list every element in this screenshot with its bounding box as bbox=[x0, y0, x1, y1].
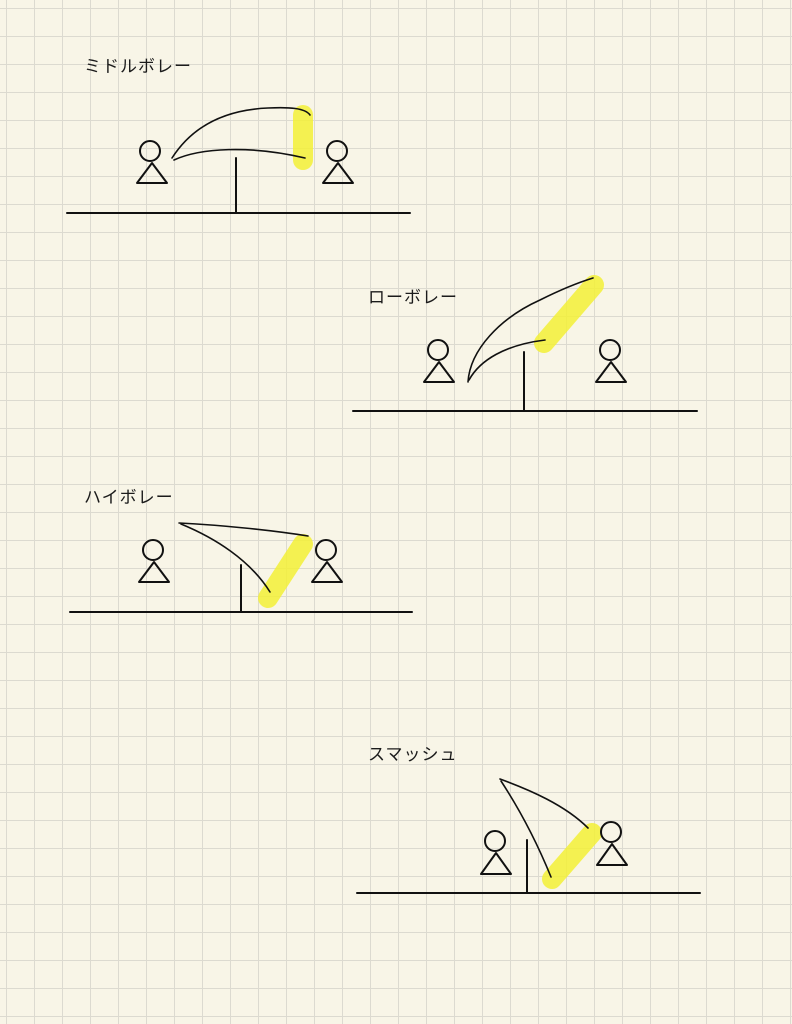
smash-trajectory-lower bbox=[500, 780, 552, 878]
player-body-icon bbox=[596, 843, 628, 866]
player-body-icon bbox=[322, 162, 354, 184]
smash-player-right bbox=[596, 821, 628, 866]
panel-title-high-volley: ハイボレー bbox=[84, 488, 174, 508]
panel-title-middle-volley: ミドルボレー bbox=[84, 57, 192, 77]
player-body-icon bbox=[480, 852, 512, 875]
player-head-icon bbox=[142, 539, 164, 561]
high-volley-player-left bbox=[138, 539, 170, 583]
player-body-icon bbox=[138, 561, 170, 583]
player-body-icon bbox=[311, 561, 343, 583]
player-body-icon bbox=[423, 361, 455, 383]
middle-volley-diagram bbox=[66, 105, 411, 214]
high-volley-contact-highlight bbox=[258, 534, 313, 608]
player-head-icon bbox=[139, 140, 161, 162]
high-volley-diagram bbox=[69, 522, 413, 613]
low-volley-trajectory-lower bbox=[468, 339, 546, 381]
player-head-icon bbox=[315, 539, 337, 561]
panel-title-smash: スマッシュ bbox=[368, 745, 458, 765]
player-body-icon bbox=[595, 361, 627, 383]
player-head-icon bbox=[427, 339, 449, 361]
middle-volley-trajectory-upper bbox=[171, 106, 311, 159]
player-head-icon bbox=[599, 339, 621, 361]
smash-diagram bbox=[356, 778, 701, 894]
low-volley-player-left bbox=[423, 339, 455, 383]
low-volley-player-right bbox=[595, 339, 627, 383]
smash-trajectory-upper bbox=[499, 778, 589, 829]
low-volley-diagram bbox=[352, 275, 698, 412]
high-volley-trajectory-upper bbox=[178, 522, 309, 537]
smash-contact-highlight bbox=[542, 823, 602, 889]
middle-volley-player-left bbox=[136, 140, 168, 184]
player-head-icon bbox=[326, 140, 348, 162]
player-body-icon bbox=[136, 162, 168, 184]
middle-volley-player-right bbox=[322, 140, 354, 184]
high-volley-player-right bbox=[311, 539, 343, 583]
low-volley-contact-highlight bbox=[534, 275, 604, 353]
high-volley-trajectory-lower bbox=[180, 523, 271, 593]
smash-player-left bbox=[480, 830, 512, 875]
middle-volley-trajectory-lower bbox=[173, 148, 306, 161]
panel-title-low-volley: ローボレー bbox=[368, 288, 458, 308]
player-head-icon bbox=[484, 830, 506, 852]
low-volley-trajectory-upper bbox=[467, 277, 594, 383]
player-head-icon bbox=[600, 821, 622, 843]
